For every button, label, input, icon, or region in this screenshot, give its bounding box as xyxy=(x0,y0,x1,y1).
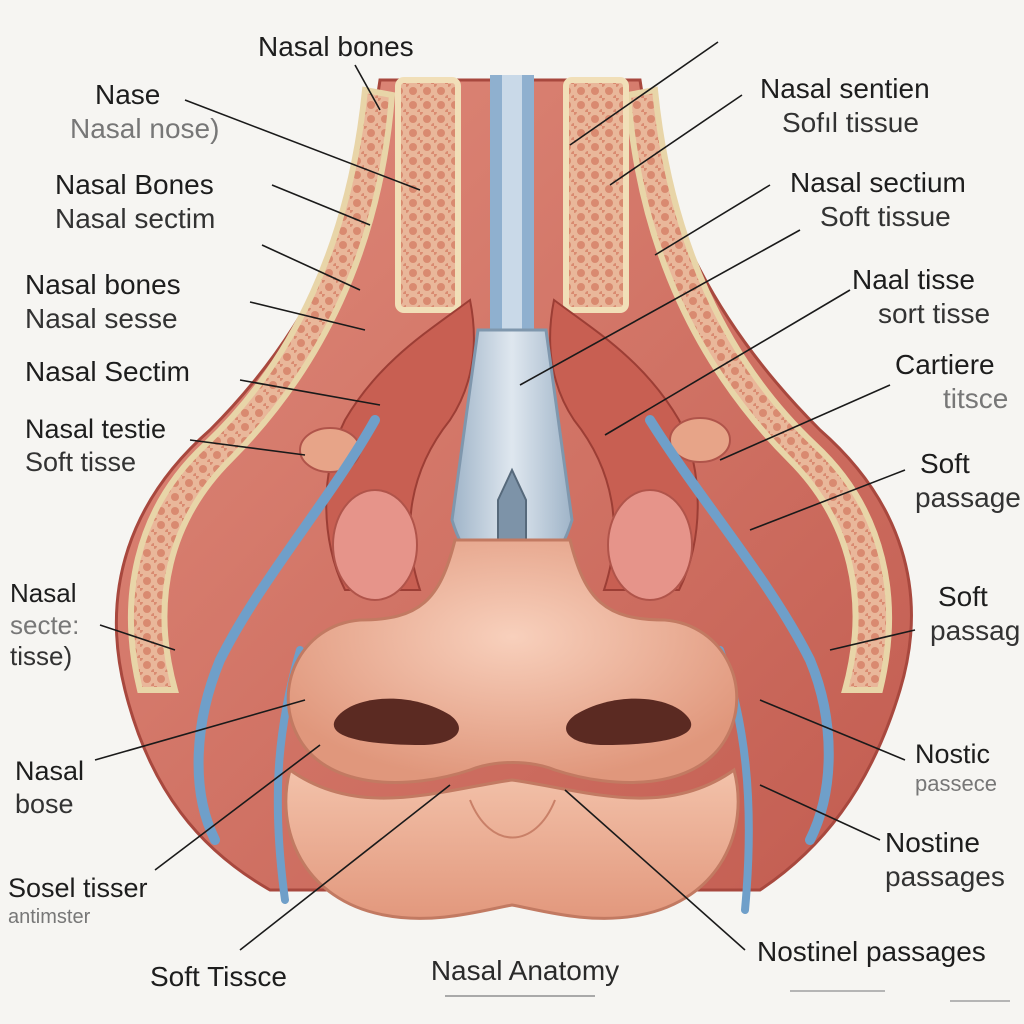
upper-lip xyxy=(284,767,740,920)
label-right-1: Nasal sentien Sofıl tissue xyxy=(760,73,930,139)
label-left-6: Nasal secte: tisse) xyxy=(10,578,80,672)
label-left-4: Nasal Sectim xyxy=(25,356,190,387)
diagram-caption: Nasal Anatomy xyxy=(430,955,620,986)
label-left-2: Nasal Bones Nasal sectim xyxy=(55,169,216,235)
left-nostril xyxy=(333,698,459,745)
caption-underline xyxy=(445,995,595,997)
label-left-3: Nasal bones Nasal sesse xyxy=(25,269,181,335)
label-left-1: Nase Nasal nose) xyxy=(70,79,220,145)
right-nostril xyxy=(566,698,692,745)
label-right-3: Naal tisse sort tisse xyxy=(852,264,991,330)
label-right-9: Nostinel passages xyxy=(757,936,986,967)
leader-lines xyxy=(94,41,916,951)
signature-mark-corner xyxy=(950,1000,1010,1002)
label-left-5: Nasal testie Soft tisse xyxy=(25,414,167,477)
nasal-bone-right xyxy=(563,77,629,313)
label-left-7: Nasal bose xyxy=(15,756,85,819)
label-left-8: Sosel tisser antimster xyxy=(8,873,148,928)
label-right-5: Soft passage xyxy=(915,448,1021,514)
left-bone-band xyxy=(128,86,396,693)
label-left-9: Soft Tissce xyxy=(150,961,287,992)
label-right-8: Nostine passages xyxy=(885,827,1005,893)
right-blood-vessel xyxy=(645,415,834,845)
nasal-bone-left xyxy=(395,77,461,313)
label-right-2: Nasal sectium Soft tissue xyxy=(790,167,966,233)
signature-mark-right xyxy=(790,990,885,992)
label-nasal-bones-top: Nasal bones xyxy=(258,31,414,62)
right-bone-band xyxy=(624,86,892,693)
left-turbinate xyxy=(332,489,418,601)
left-blood-vessel xyxy=(193,415,380,845)
label-right-7: Nostic passece xyxy=(915,739,997,796)
right-turbinate xyxy=(607,489,693,601)
label-right-4: Cartiere titsce xyxy=(895,349,1009,415)
label-right-6: Soft passag xyxy=(930,581,1021,647)
